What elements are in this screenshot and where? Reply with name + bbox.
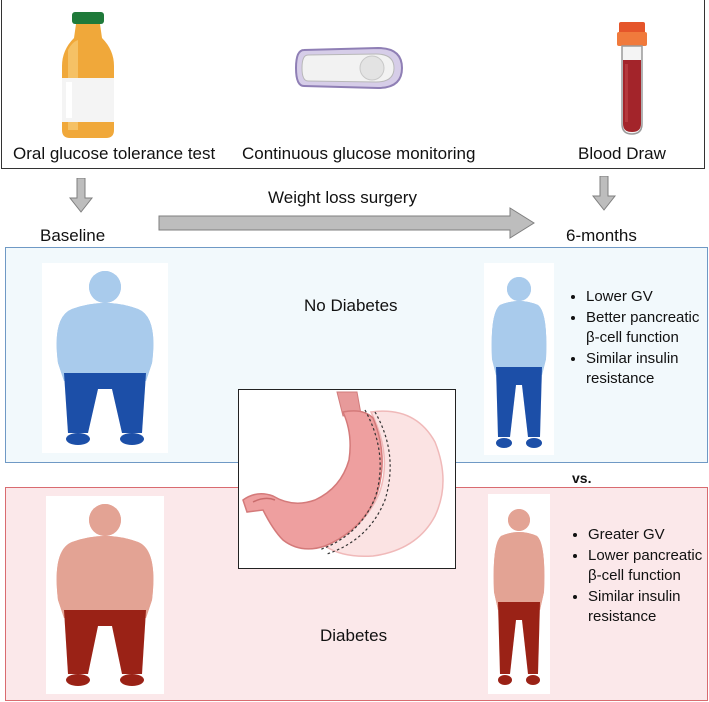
procedures-box — [1, 0, 705, 169]
sleeve-gastrectomy-box — [238, 389, 456, 569]
blood-draw-label: Blood Draw — [578, 144, 666, 163]
ogtt-label: Oral glucose tolerance test — [13, 144, 216, 163]
followup-label: 6-months — [566, 226, 637, 245]
vs-label: vs. — [572, 470, 592, 486]
finding-item: Greater GV — [588, 525, 706, 545]
baseline-down-arrow — [68, 178, 94, 214]
no-diabetes-findings: Lower GV Better pancreatic β-cell functi… — [560, 287, 706, 390]
stomach-icon — [242, 391, 444, 558]
baseline-person-diabetes — [46, 496, 164, 694]
followup-down-arrow — [591, 176, 617, 212]
surgery-timeline-arrow — [158, 206, 536, 240]
glucose-sensor-icon — [294, 44, 406, 92]
obese-person-icon — [56, 271, 154, 445]
no-diabetes-title: No Diabetes — [304, 296, 398, 315]
person-after-surgery-icon — [493, 509, 545, 685]
surgery-label: Weight loss surgery — [268, 188, 417, 207]
diabetes-title: Diabetes — [320, 626, 388, 645]
finding-item: Lower pancreatic β-cell function — [588, 546, 706, 586]
juice-bottle-icon — [58, 10, 118, 140]
blood-tube-icon — [614, 20, 650, 138]
followup-person-diabetes — [488, 494, 550, 694]
finding-item: Similar insulin resistance — [588, 587, 706, 627]
finding-item: Better pancreatic β-cell function — [586, 308, 706, 348]
baseline-label: Baseline — [40, 226, 106, 245]
finding-item: Lower GV — [586, 287, 706, 307]
followup-person-no-diabetes — [484, 263, 554, 455]
finding-item: Similar insulin resistance — [586, 349, 706, 389]
obese-person-icon — [56, 504, 154, 686]
baseline-person-no-diabetes — [42, 263, 168, 453]
cgm-label: Continuous glucose monitoring — [242, 144, 476, 163]
person-after-surgery-icon — [491, 277, 547, 448]
diabetes-findings: Greater GV Lower pancreatic β-cell funct… — [562, 525, 706, 628]
